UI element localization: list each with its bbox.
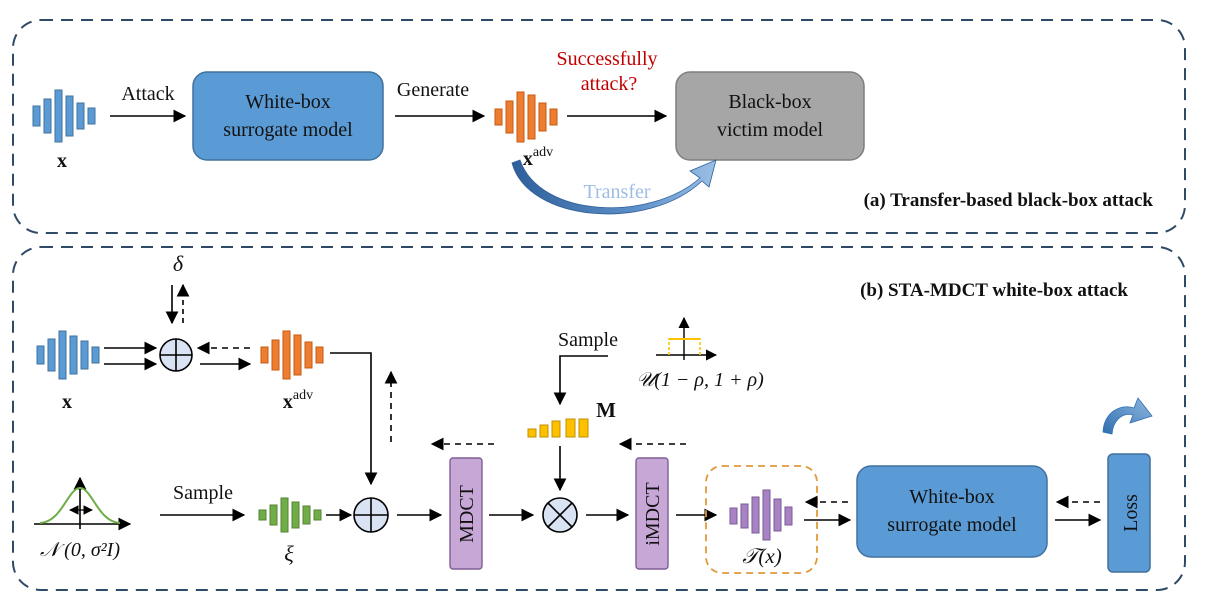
transform-label: 𝒯(x) bbox=[742, 544, 781, 568]
mask-icon bbox=[527, 418, 589, 438]
mdct-box bbox=[449, 457, 483, 570]
attack-label: Attack bbox=[121, 83, 174, 105]
transfer-label: Transfer bbox=[583, 181, 650, 203]
surrogate-box-a-line1: White-box bbox=[245, 91, 331, 113]
sample-bottom-label: Sample bbox=[173, 482, 233, 504]
victim-box-line2: victim model bbox=[717, 119, 824, 141]
sample-mask-arrow bbox=[553, 355, 608, 406]
adversarial-label: xadv bbox=[523, 145, 553, 170]
sample-top-label: Sample bbox=[558, 329, 618, 351]
adversarial-waveform-icon bbox=[494, 91, 558, 143]
add-operator-2 bbox=[353, 497, 389, 533]
panel-a-title: (a) Transfer-based black-box attack bbox=[864, 190, 1154, 211]
gaussian-label: 𝒩 (0, σ²I) bbox=[40, 539, 120, 561]
delta-label: δ bbox=[173, 251, 184, 276]
surrogate-box-a-line2: surrogate model bbox=[223, 119, 353, 141]
uniform-label: 𝒰(1 − ρ, 1 + ρ) bbox=[636, 369, 764, 391]
victim-box-line1: Black-box bbox=[728, 91, 811, 113]
panel-b: (b) STA-MDCT white-box attack δ x bbox=[12, 246, 1186, 591]
input-waveform-icon bbox=[32, 89, 96, 143]
adversarial-waveform-b-icon bbox=[260, 330, 324, 380]
noise-waveform-icon bbox=[258, 497, 322, 533]
mdct-label: MDCT bbox=[456, 485, 478, 543]
imdct-label: iMDCT bbox=[642, 482, 664, 545]
add-operator-1 bbox=[159, 338, 193, 372]
surrogate-box-b-line2: surrogate model bbox=[887, 514, 1017, 536]
input-label: x bbox=[57, 150, 67, 172]
panel-a: x Attack White-box surrogate model Gener… bbox=[12, 19, 1186, 234]
victim-box bbox=[675, 71, 865, 161]
loss-label: Loss bbox=[1120, 494, 1142, 532]
adversarial-label-b: xadv bbox=[283, 388, 313, 413]
surrogate-box-b-line1: White-box bbox=[909, 486, 995, 508]
gaussian-icon bbox=[34, 476, 132, 531]
transfer-arrow bbox=[511, 159, 717, 215]
uniform-icon bbox=[656, 316, 718, 361]
mask-label: M bbox=[596, 398, 616, 422]
surrogate-box-b bbox=[856, 465, 1048, 558]
imdct-box bbox=[635, 457, 669, 570]
success-question-line1: Successfully bbox=[556, 48, 657, 70]
input-waveform-b-icon bbox=[36, 330, 100, 380]
multiply-operator bbox=[542, 497, 578, 533]
adv-to-add-arrow bbox=[330, 352, 378, 486]
panel-b-frame bbox=[12, 246, 1186, 591]
backprop-curved-arrow bbox=[1102, 397, 1153, 435]
loss-box bbox=[1107, 453, 1151, 573]
input-label-b: x bbox=[62, 391, 72, 413]
success-question-line2: attack? bbox=[581, 73, 638, 95]
surrogate-box-a bbox=[192, 71, 384, 161]
transform-waveform-icon bbox=[729, 489, 793, 541]
xi-label: ξ bbox=[284, 541, 294, 566]
transform-output-box bbox=[705, 465, 818, 574]
generate-label: Generate bbox=[397, 79, 469, 101]
panel-b-title: (b) STA-MDCT white-box attack bbox=[860, 280, 1128, 301]
